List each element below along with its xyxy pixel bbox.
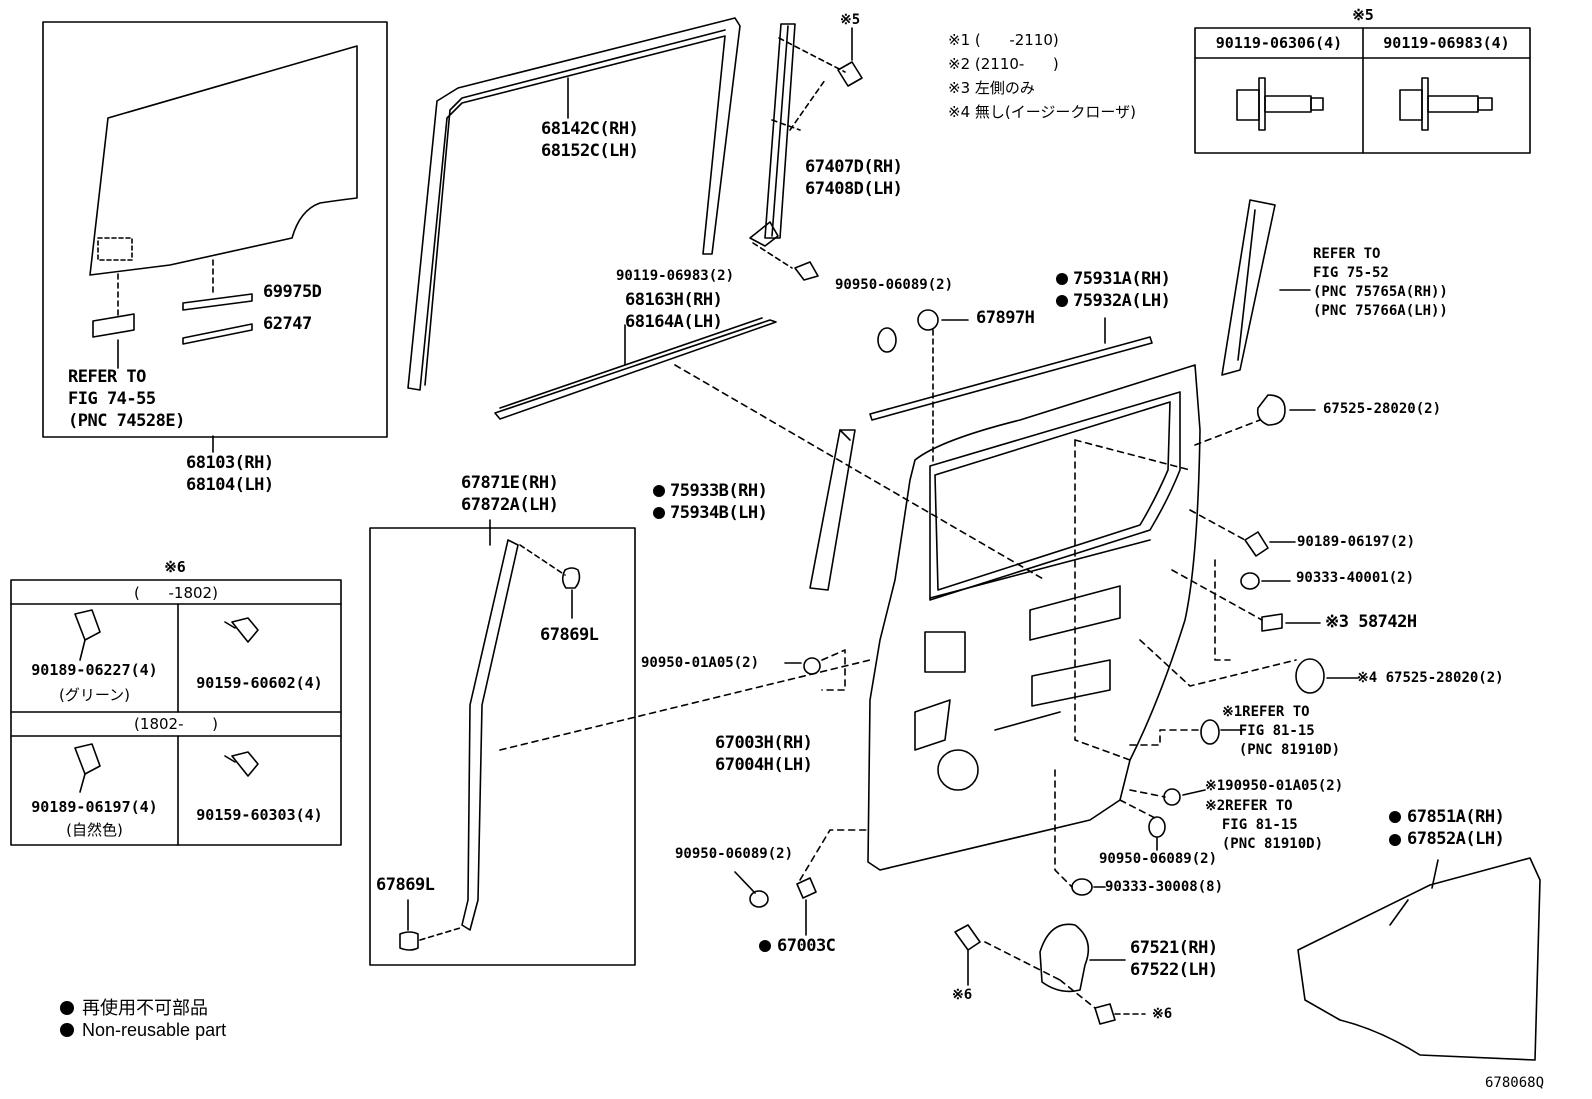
label-67869L-a: 67869L — [540, 625, 599, 645]
glass-sticker — [92, 313, 135, 338]
label-67525-top: 67525-28020(2) — [1323, 401, 1442, 417]
glass-channel-69975D — [182, 293, 253, 311]
label-67003H: 67003H(RH) 67004H(LH) — [715, 733, 813, 775]
run-channel-68142C — [407, 17, 741, 391]
glass-group-frame — [42, 21, 388, 438]
clip-table-title: ※6 — [164, 558, 186, 576]
label-58742H: ※3 58742H — [1325, 612, 1417, 632]
clip-star6-left — [954, 924, 981, 951]
bullet-icon — [60, 1023, 74, 1037]
legend-en: Non-reusable part — [60, 1020, 226, 1041]
label-90119-06983: 90119-06983(2) — [616, 268, 735, 284]
label-star5-top: ※5 — [840, 12, 861, 28]
label-90950-01A05-right: ※190950-01A05(2) — [1205, 778, 1344, 794]
label-67871E: 67871E(RH) 67872A(LH) — [461, 473, 559, 515]
label-refer-75-52: REFER TO FIG 75-52 (PNC 75765A(RH)) (PNC… — [1313, 246, 1448, 319]
clip-67869L-b — [399, 931, 419, 951]
plug-90333-30008 — [1071, 878, 1093, 896]
clip-90189-06197 — [1244, 531, 1269, 557]
label-90950-06089-top: 90950-06089(2) — [835, 277, 954, 293]
label-68103: 68103(RH) 68104(LH) — [186, 453, 274, 495]
label-90950-01A05-left: 90950-01A05(2) — [641, 655, 760, 671]
clip-table-row1-period: ( -1802) — [134, 584, 218, 602]
clip-c21-part: 90189-06197(4) — [31, 798, 158, 816]
glass-label-area — [97, 237, 133, 261]
plug-67525-top — [1256, 394, 1286, 426]
label-75931A: 75931A(RH) 75932A(LH) — [1073, 269, 1171, 311]
rear-seal-group-frame — [369, 527, 636, 966]
label-67851A: 67851A(RH) 67852A(LH) — [1407, 807, 1505, 849]
label-90333-30008: 90333-30008(8) — [1105, 879, 1224, 895]
bolt-90119-06306-sketch — [1236, 77, 1324, 131]
pillar-trim-75933B — [809, 429, 856, 591]
plug-90333-40001 — [1240, 572, 1260, 590]
label-90950-06089-right: 90950-06089(2) — [1099, 851, 1218, 867]
cover-67521 — [1039, 923, 1090, 993]
note-1: ※1 ( -2110) — [948, 31, 1059, 49]
label-67407D: 67407D(RH) 67408D(LH) — [805, 157, 903, 199]
rear-pillar — [1221, 199, 1276, 376]
bolt-table-col1: 90119-06306(4) — [1215, 34, 1343, 52]
label-90950-06089-left: 90950-06089(2) — [675, 846, 794, 862]
bolt-90119-06983 — [794, 261, 819, 281]
glass-channel-62747 — [182, 323, 253, 345]
note-3: ※3 左側のみ — [948, 79, 1035, 97]
clip-sketches — [74, 609, 259, 793]
label-90333-40001: 90333-40001(2) — [1296, 570, 1415, 586]
figure-code: 678068Q — [1485, 1075, 1545, 1091]
note-2: ※2 (2110- ) — [948, 55, 1059, 73]
plug-90950-06089-top — [877, 327, 897, 353]
label-68163H: 68163H(RH) 68164A(LH) — [625, 290, 723, 332]
bolt-table-col2: 90119-06983(4) — [1383, 34, 1510, 52]
label-67003C: 67003C — [777, 936, 836, 956]
label-69975D: 69975D — [263, 282, 322, 302]
clip-c22-part: 90159-60303(4) — [196, 806, 323, 824]
label-67897H: 67897H — [976, 308, 1035, 328]
weatherstrip-75931A — [869, 336, 1153, 421]
label-star6-a: ※6 — [952, 987, 973, 1003]
label-refer-81-15-a: ※1REFER TO FIG 81-15 (PNC 81910D) — [1222, 704, 1341, 758]
label-glass-refer: REFER TO FIG 74-55 (PNC 74528E) — [68, 367, 185, 431]
plug-81910D-a — [1200, 719, 1220, 745]
label-68142C: 68142C(RH) 68152C(LH) — [541, 119, 639, 161]
plug-90950-06089-left — [749, 890, 769, 908]
bolt-90119-06983-sketch — [1399, 77, 1493, 131]
clip-c11-part: 90189-06227(4) — [31, 661, 158, 679]
clip-c21-sub: (自然色) — [66, 821, 123, 839]
belt-moulding-68163H — [494, 319, 777, 420]
note-4: ※4 無し(イージークローザ) — [948, 103, 1136, 121]
bolt-star6-bottom — [1094, 1003, 1116, 1025]
clip-c12-part: 90159-60602(4) — [196, 674, 323, 692]
label-star6-b: ※6 — [1152, 1006, 1173, 1022]
clip-67869L-a — [561, 567, 581, 589]
bolt-table-title: ※5 — [1352, 6, 1374, 24]
label-90189-06197: 90189-06197(2) — [1297, 534, 1416, 550]
label-67869L-b: 67869L — [376, 875, 435, 895]
door-glass — [89, 45, 358, 276]
grommet-67897H — [917, 309, 939, 331]
legend-en-text: Non-reusable part — [82, 1020, 227, 1040]
clip-c11-sub: (グリーン) — [59, 686, 130, 704]
door-trim-67851A — [1297, 857, 1541, 1061]
label-refer-81-15-b: ※2REFER TO FIG 81-15 (PNC 81910D) — [1205, 798, 1324, 852]
clip-table-row2-period: (1802- ) — [134, 715, 218, 733]
label-75933B: 75933B(RH) 75934B(LH) — [670, 481, 768, 523]
label-67525-mid: ※4 67525-28020(2) — [1357, 670, 1504, 686]
bolt-top — [837, 61, 863, 87]
grommet-90950-01A05-left — [803, 657, 821, 675]
plug-67525-mid — [1295, 658, 1325, 694]
bullet-icon — [60, 1001, 74, 1015]
grommet-90950-01A05-right — [1163, 788, 1181, 806]
legend-jp-text: 再使用不可部品 — [82, 998, 208, 1018]
legend-jp: 再使用不可部品 — [60, 994, 208, 1020]
label-62747: 62747 — [263, 314, 312, 334]
plug-67003C — [796, 877, 817, 899]
rear-seal-67871E — [461, 539, 519, 931]
label-67521: 67521(RH) 67522(LH) — [1130, 938, 1218, 980]
door-panel-67003H — [867, 364, 1201, 871]
plug-90950-06089-right — [1148, 816, 1166, 838]
cover-58742H — [1261, 613, 1283, 632]
